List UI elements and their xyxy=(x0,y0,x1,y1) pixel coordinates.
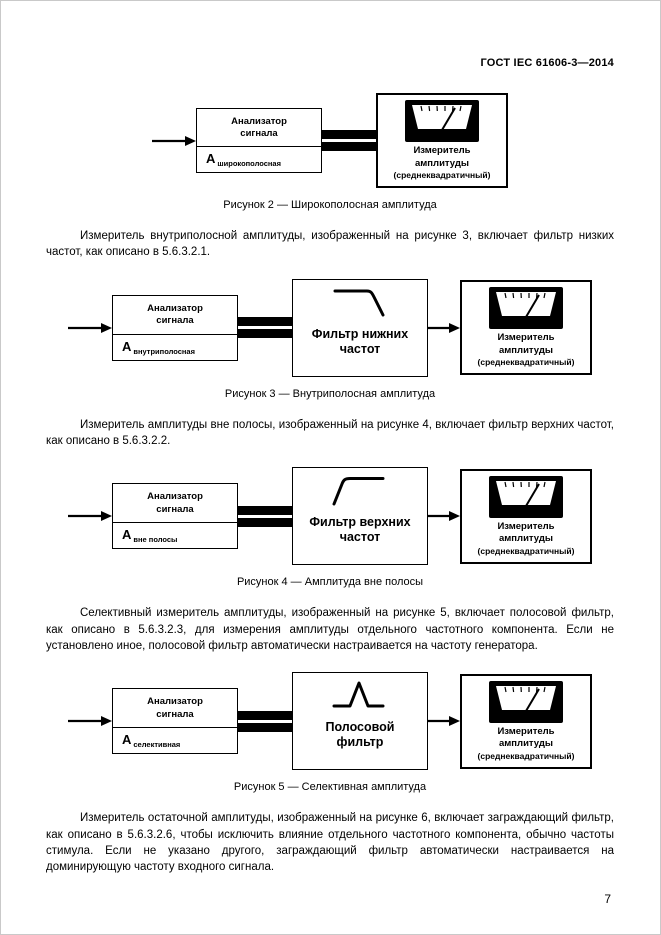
paragraph-residual: Измеритель остаточной амплитуды, изображ… xyxy=(46,812,614,874)
gauge-icon xyxy=(489,475,563,518)
amplitude-meter-box: Измеритель амплитуды (среднеквадратичный… xyxy=(460,673,592,769)
lowpass-curve-icon xyxy=(333,289,385,317)
amplitude-meter-box: Измеритель амплитуды (среднеквадратичный… xyxy=(376,93,508,188)
input-arrow-icon xyxy=(68,716,112,727)
bandpass-filter-box: Полосовой фильтр xyxy=(292,672,428,771)
lowpass-filter-box: Фильтр нижних частот xyxy=(292,278,428,377)
bandpass-curve-icon xyxy=(332,681,385,708)
figure-3-caption: Рисунок 3 — Внутриполосная амплитуда xyxy=(224,387,436,400)
amplitude-meter-box: Измеритель амплитуды (среднеквадратичный… xyxy=(460,468,592,564)
analyzer-title: Анализатор сигнала xyxy=(113,689,237,729)
gauge-icon xyxy=(489,680,563,723)
arrow-icon xyxy=(428,322,460,333)
figure-2-caption: Рисунок 2 — Широкополосная амплитуда xyxy=(223,199,437,211)
arrow-icon xyxy=(428,716,460,727)
input-arrow-icon xyxy=(152,135,196,146)
bus-connector-icon xyxy=(238,313,292,342)
document-header: ГОСТ IEC 61606-3—2014 xyxy=(480,57,614,69)
bus-connector-icon xyxy=(238,707,292,736)
amplitude-meter-box: Измеритель амплитуды (среднеквадратичный… xyxy=(460,280,592,376)
meter-label: Измеритель амплитуды (среднеквадратичный… xyxy=(393,145,491,181)
gauge-icon xyxy=(489,287,563,330)
paragraph-selective: Селективный измеритель амплитуды, изобра… xyxy=(46,607,614,652)
filter-label: Полосовой фильтр xyxy=(325,720,395,750)
analyzer-title: Анализатор сигнала xyxy=(197,109,321,148)
highpass-curve-icon xyxy=(332,477,385,506)
bus-connector-icon xyxy=(238,502,292,531)
meter-label: Измеритель амплитуды (среднеквадратичный… xyxy=(477,332,575,368)
filter-label: Фильтр нижних частот xyxy=(311,326,409,356)
bus-connector-icon xyxy=(322,126,376,155)
analyzer-title: Анализатор сигнала xyxy=(113,484,237,524)
arrow-icon xyxy=(428,511,460,522)
meter-label: Измеритель амплитуды (среднеквадратичный… xyxy=(477,725,575,761)
figure-4-caption: Рисунок 4 — Амплитуда вне полосы xyxy=(236,576,424,589)
page-number: 7 xyxy=(604,891,611,906)
paragraph-inband: Измеритель внутриполосной амплитуды, изо… xyxy=(46,230,614,259)
gauge-icon xyxy=(405,100,479,142)
meter-label: Измеритель амплитуды (среднеквадратичный… xyxy=(477,520,575,556)
paragraph-outband: Измеритель амплитуды вне полосы, изображ… xyxy=(46,418,614,447)
filter-label: Фильтр верхних частот xyxy=(309,515,411,545)
figure-5-caption: Рисунок 5 — Селективная амплитуда xyxy=(233,781,427,794)
input-arrow-icon xyxy=(68,322,112,333)
analyzer-title: Анализатор сигнала xyxy=(113,296,237,335)
highpass-filter-box: Фильтр верхних частот xyxy=(292,467,428,566)
input-arrow-icon xyxy=(68,511,112,522)
